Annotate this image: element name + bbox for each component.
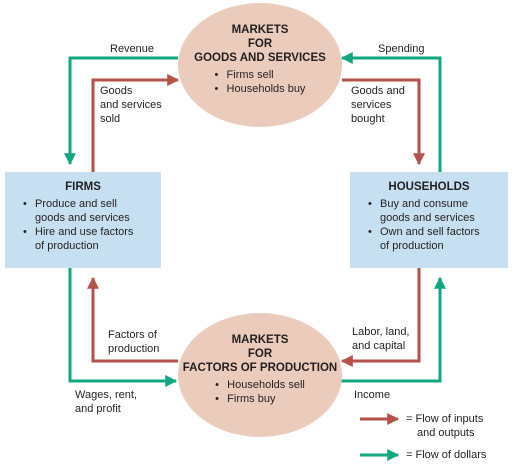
- wages-flow-arrow: [68, 268, 178, 387]
- labor-flow-arrow: [340, 268, 421, 367]
- markets-factors-title-3: FACTORS OF PRODUCTION: [182, 362, 338, 374]
- markets-factors-title-1: MARKETS: [231, 334, 289, 346]
- markets-goods-title-3: GOODS AND SERVICES: [194, 52, 326, 64]
- income-flow-arrow: [340, 276, 446, 383]
- markets-goods-item: Households buy: [215, 82, 306, 96]
- markets-factors-item: Firms buy: [215, 392, 305, 406]
- revenue-label: Revenue: [110, 43, 155, 55]
- firms-title: FIRMS: [65, 181, 101, 193]
- markets-goods-title-2: FOR: [247, 38, 273, 50]
- markets-goods-title-1: MARKETS: [231, 24, 289, 36]
- markets-factors-oval: MARKETS FOR FACTORS OF PRODUCTION Househ…: [178, 313, 342, 437]
- spending-label: Spending: [378, 43, 425, 55]
- income-label: Income: [354, 389, 391, 401]
- legend-dollars-label: = Flow of dollars: [406, 449, 487, 461]
- labor-label: Labor, land,and capital: [352, 326, 410, 352]
- factors-flow-arrow: [87, 276, 178, 363]
- spending-flow-arrow: [340, 52, 442, 172]
- households-title: HOUSEHOLDS: [388, 181, 470, 193]
- markets-factors-title-2: FOR: [247, 348, 273, 360]
- markets-goods-oval: MARKETS FOR GOODS AND SERVICES Firms sel…: [178, 3, 342, 127]
- goods-bought-flow-arrow: [342, 78, 425, 166]
- markets-factors-item: Households sell: [215, 378, 305, 392]
- markets-goods-item: Firms sell: [215, 68, 306, 82]
- revenue-flow-arrow: [64, 56, 178, 166]
- wages-label: Wages, rent,and profit: [75, 389, 137, 415]
- goods-sold-flow-arrow: [91, 74, 180, 172]
